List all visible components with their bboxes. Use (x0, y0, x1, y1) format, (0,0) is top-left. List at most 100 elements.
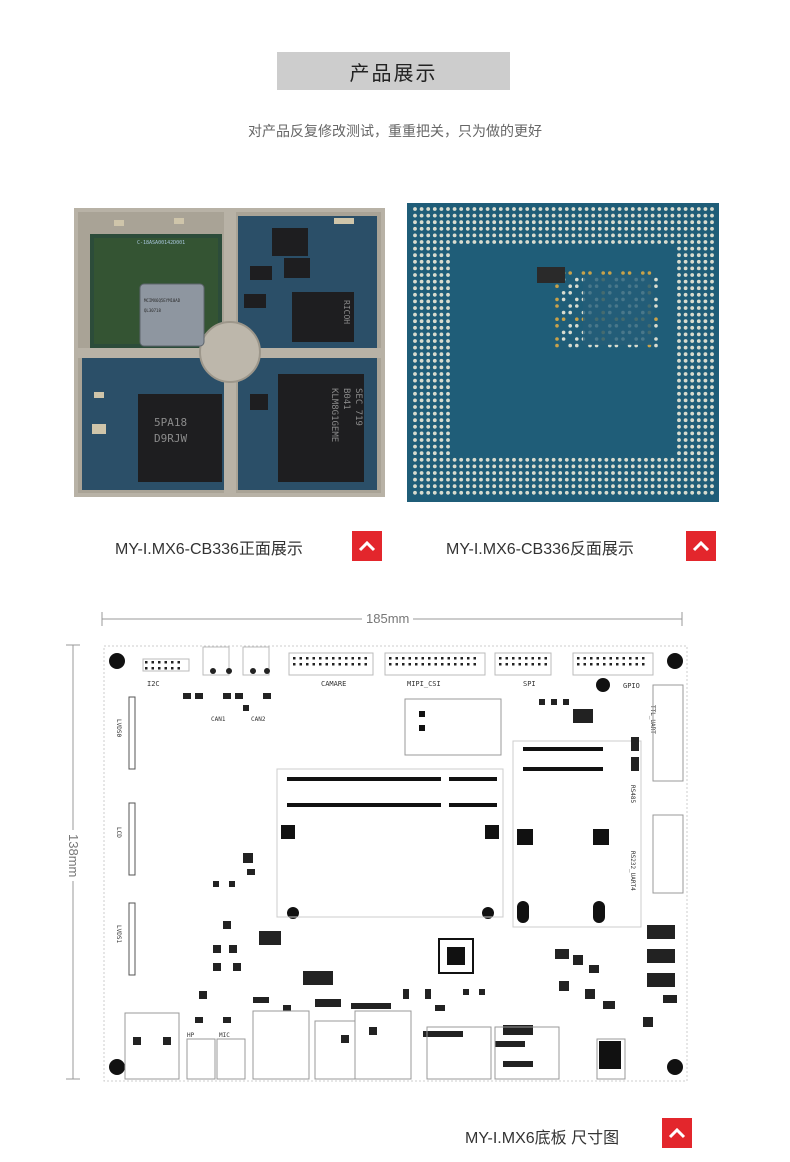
board-scroll-up-button[interactable] (662, 1118, 692, 1148)
solder-pad (512, 240, 516, 244)
solder-pad (452, 213, 457, 218)
solder-pad (505, 207, 510, 211)
solder-pad (531, 477, 536, 482)
solder-pad (472, 490, 477, 495)
solder-pad (432, 253, 437, 258)
board-component (479, 989, 485, 995)
solder-pad (531, 464, 536, 469)
svg-text:QL30718: QL30718 (144, 308, 161, 313)
solder-pad (703, 358, 708, 363)
solder-pad (611, 213, 615, 218)
solder-pad (617, 477, 622, 482)
solder-pad (551, 207, 556, 211)
solder-pad (413, 358, 417, 363)
solder-pad (564, 490, 569, 495)
solder-pad (432, 299, 437, 304)
solder-pad (492, 240, 497, 244)
solder-pad (703, 325, 708, 330)
solder-pad (413, 405, 417, 409)
solder-pad (512, 471, 516, 475)
solder-pad (617, 471, 622, 475)
solder-pad (670, 226, 675, 231)
board-component (351, 1003, 391, 1009)
board-component (223, 693, 231, 699)
solder-pad (419, 246, 424, 251)
solder-pad (518, 240, 523, 244)
solder-pad (446, 233, 450, 238)
solder-pad (439, 325, 444, 330)
solder-pad (696, 358, 701, 363)
solder-pad (677, 431, 681, 436)
header-pin (473, 657, 476, 660)
solder-pad (439, 365, 444, 370)
solder-pad (597, 477, 602, 482)
solder-pad (604, 220, 609, 225)
solder-pad (670, 240, 675, 244)
solder-pad (644, 484, 648, 489)
solder-pad (419, 391, 424, 396)
solder-pad (545, 207, 549, 211)
solder-pad (518, 477, 523, 482)
solder-pad (531, 213, 536, 218)
solder-pad (446, 312, 450, 317)
solder-pad (512, 233, 516, 238)
solder-pad (419, 484, 424, 489)
solder-pad (465, 471, 470, 475)
solder-pad (518, 207, 523, 211)
solder-pad (545, 213, 549, 218)
solder-pad (710, 332, 714, 337)
solder-pad (663, 464, 668, 469)
solder-pad (459, 226, 464, 231)
solder-pad (683, 332, 688, 337)
solder-pad (683, 207, 688, 211)
solder-pad (485, 484, 490, 489)
solder-pad (465, 490, 470, 495)
solder-pad (564, 477, 569, 482)
solder-pad (690, 259, 695, 264)
header-pin (538, 663, 541, 666)
solder-pad (439, 279, 444, 284)
header-pin (325, 657, 328, 660)
solder-pad (426, 325, 431, 330)
solder-pad (644, 490, 648, 495)
header-pin (325, 663, 328, 666)
solder-pad (426, 431, 431, 436)
solder-pad (531, 484, 536, 489)
back-scroll-up-button[interactable] (686, 531, 716, 561)
solder-pad (492, 220, 497, 225)
solder-pad (555, 343, 559, 348)
solder-pad (419, 477, 424, 482)
solder-pad (426, 226, 431, 231)
board-component (315, 999, 341, 1007)
solder-pad (670, 490, 675, 495)
solder-pad (690, 424, 695, 429)
solder-pad (459, 233, 464, 238)
solder-pad (498, 471, 503, 475)
solder-pad (432, 424, 437, 429)
solder-pad (657, 484, 662, 489)
solder-pad (683, 319, 688, 324)
solder-pad (677, 378, 681, 383)
solder-pad (624, 471, 629, 475)
front-scroll-up-button[interactable] (352, 531, 382, 561)
solder-pad (419, 471, 424, 475)
solder-pad (452, 471, 457, 475)
solder-pad (703, 457, 708, 462)
solder-pad (677, 471, 681, 475)
solder-pad (452, 477, 457, 482)
solder-pad (597, 240, 602, 244)
solder-pad (696, 279, 701, 284)
solder-pad (584, 220, 589, 225)
label-gpio: GPIO (623, 682, 640, 690)
solder-pad (419, 240, 424, 244)
solder-pad (419, 286, 424, 291)
header-pin (293, 663, 296, 666)
solder-pad (578, 471, 582, 475)
header-pin (583, 663, 586, 666)
solder-pad (657, 226, 662, 231)
solder-pad (551, 220, 556, 225)
solder-pad (683, 411, 688, 416)
solder-pad (446, 464, 450, 469)
solder-pad (683, 484, 688, 489)
solder-pad (426, 372, 431, 376)
